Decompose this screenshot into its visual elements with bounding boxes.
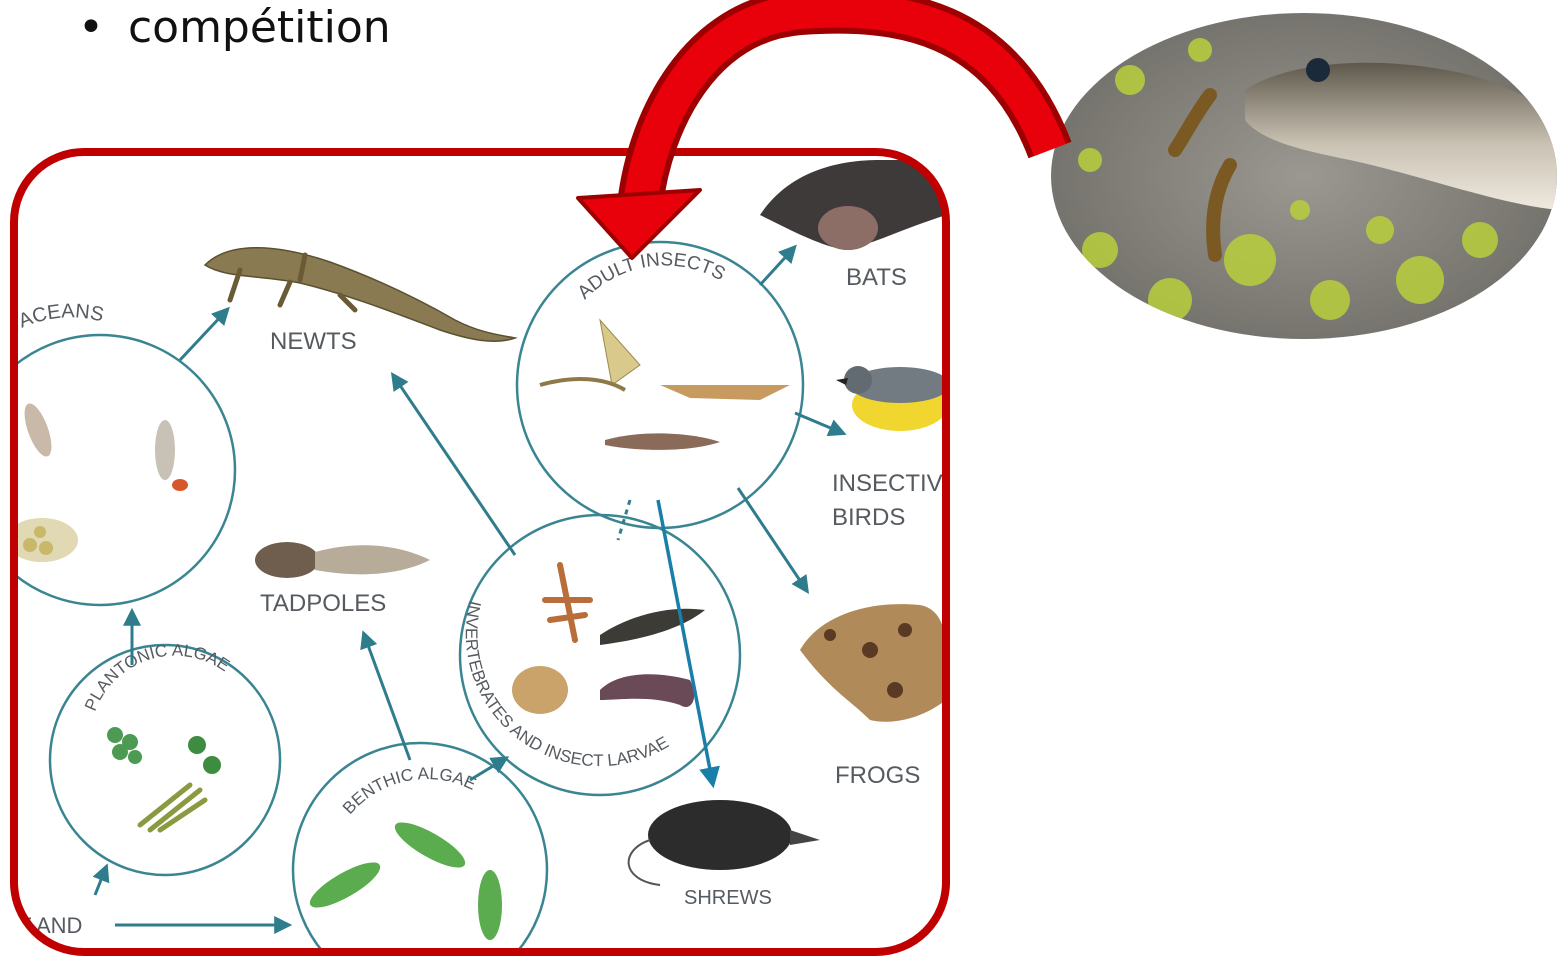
copepod-illustration [155,420,175,480]
newts-label: NEWTS [270,328,357,355]
food-web-panel: RUSTACEANS NEWTS TADPOLES ADULT INSECTS [0,152,950,966]
algae-cell-illustration [188,736,206,754]
clam-illustration [512,666,568,714]
tadpoles-label: TADPOLES [260,590,386,617]
bats-label: BATS [846,264,907,291]
birds-label-line2: BIRDS [832,504,905,531]
trout-eating-insect-larva-photo [1050,12,1560,342]
frogs-label: FROGS [835,762,920,789]
trout-eye [1306,58,1330,82]
shrews-label: SHREWS [684,887,772,909]
birds-label-line1: INSECTIV [832,470,943,497]
